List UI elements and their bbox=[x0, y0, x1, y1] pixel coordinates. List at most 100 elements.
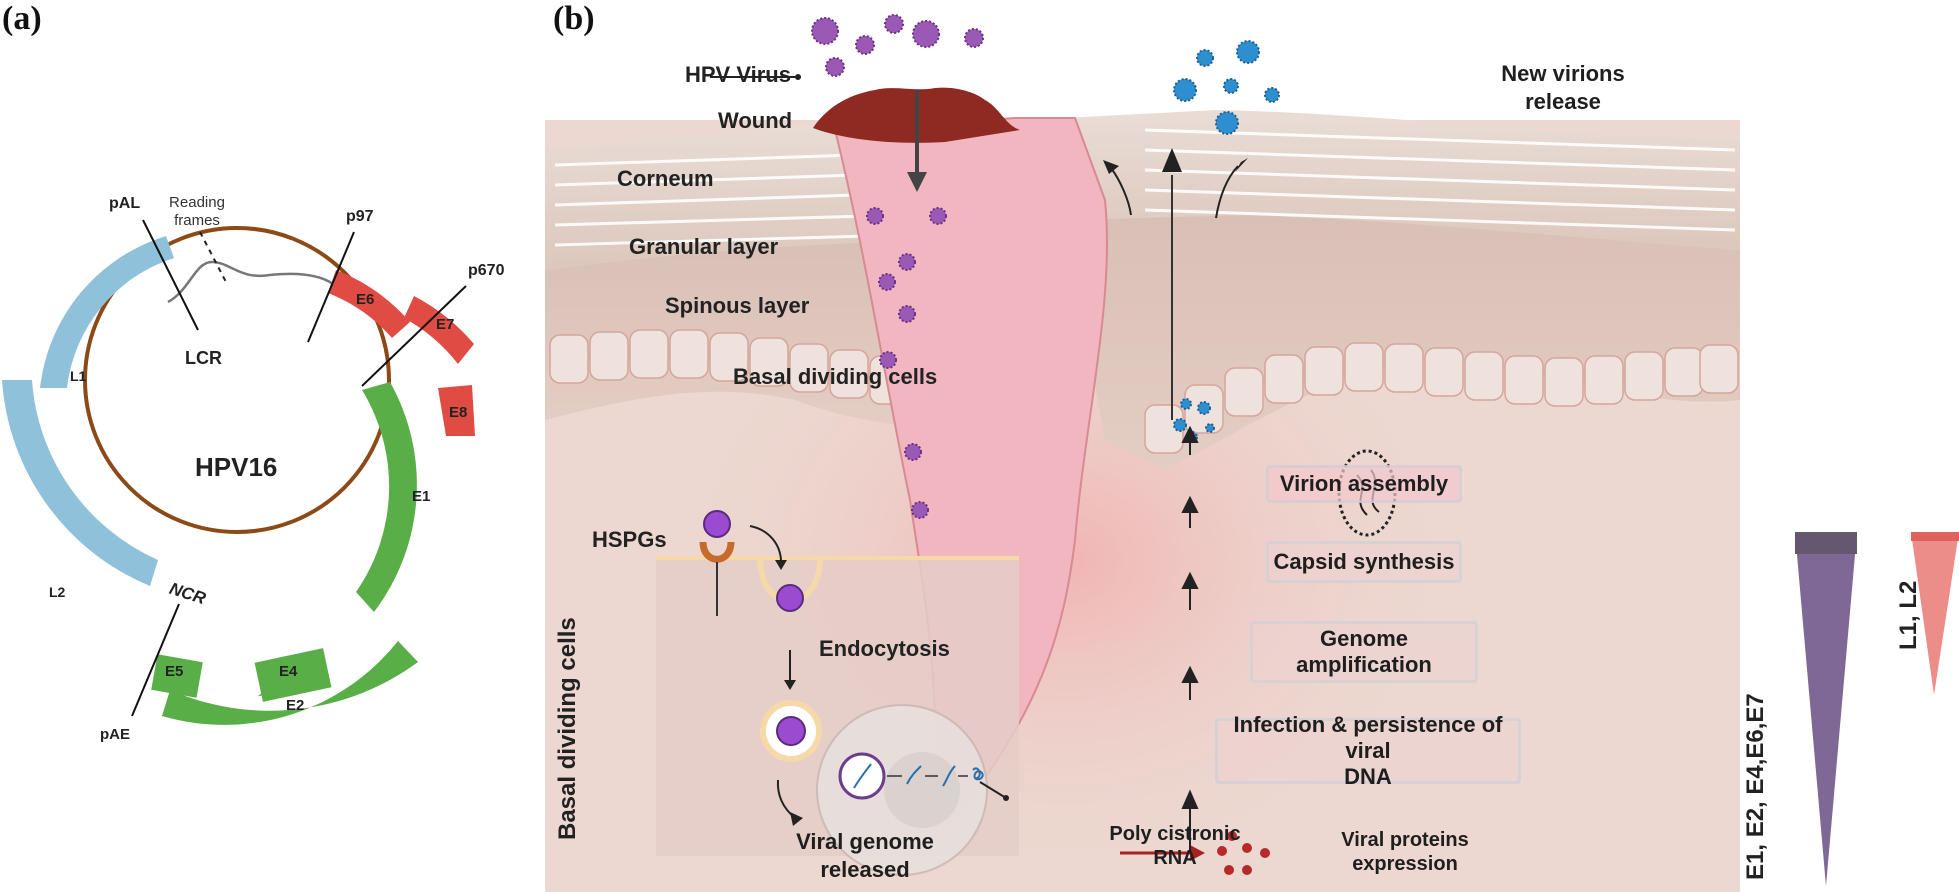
step-infection-line1: Infection & persistence of viral bbox=[1233, 712, 1503, 763]
label-new-virions-line1: New virions bbox=[1501, 61, 1625, 86]
release-side-arrow-left bbox=[1110, 167, 1132, 216]
promoter-pAL: pAL bbox=[109, 195, 141, 212]
label-granular-layer: Granular layer bbox=[629, 234, 779, 259]
label-poly-line2: RNA bbox=[1153, 847, 1197, 869]
poly-rna-pointer bbox=[979, 781, 1007, 799]
gene-label-L2: L2 bbox=[49, 584, 66, 600]
release-genome-arrow-head bbox=[790, 812, 803, 826]
gene-arc-E8 bbox=[438, 385, 475, 436]
label-viral-genome-line1: Viral genome bbox=[796, 829, 934, 854]
dna-icon bbox=[906, 765, 922, 785]
gene-arc-L2 bbox=[2, 380, 158, 586]
endocytosis-arrow-head bbox=[784, 680, 796, 690]
attach-arrow bbox=[749, 525, 782, 561]
new-virions-cluster bbox=[1173, 40, 1280, 443]
early-gene-gradient bbox=[1795, 532, 1857, 886]
step-infection-persistence: Infection & persistence of viral DNA bbox=[1215, 712, 1521, 789]
endosome-virus bbox=[776, 716, 806, 746]
label-hspgs: HSPGs bbox=[592, 527, 667, 552]
release-side-arrow-left-head bbox=[1103, 160, 1119, 174]
promoter-line-p670 bbox=[361, 285, 467, 387]
promoter-line-pAE bbox=[131, 603, 180, 717]
gene-arc-E6 bbox=[328, 270, 410, 338]
poly-rna-pointer-dot bbox=[1003, 795, 1009, 801]
step-genome-amplification-text: Genome amplification bbox=[1296, 626, 1432, 677]
endocytosed-virus bbox=[776, 584, 804, 612]
label-spinous-layer: Spinous layer bbox=[665, 293, 810, 318]
reading-frames-curve bbox=[167, 260, 334, 304]
late-gene-gradient-cap bbox=[1911, 532, 1959, 541]
viral-proteins-dots bbox=[1217, 831, 1270, 875]
gene-arc-E1 bbox=[356, 382, 417, 612]
wound-arrow-head bbox=[907, 172, 927, 192]
step-capsid-synthesis-text: Capsid synthesis bbox=[1273, 549, 1455, 574]
label-poly-line1: Poly cistronic bbox=[1109, 823, 1241, 845]
label-viral-genome-line2: released bbox=[820, 857, 910, 882]
gene-label-E6: E6 bbox=[356, 291, 375, 308]
basal-cells-right bbox=[1144, 342, 1739, 454]
label-endocytosis: Endocytosis bbox=[819, 636, 950, 661]
region-lcr: LCR bbox=[185, 348, 222, 368]
early-gene-gradient-cap bbox=[1795, 532, 1857, 554]
release-arrow-head bbox=[1162, 148, 1182, 172]
late-gene-gradient bbox=[1911, 532, 1959, 695]
label-viral-proteins-line2: expression bbox=[1352, 853, 1458, 875]
promoter-p97: p97 bbox=[346, 208, 374, 225]
skin-illustration bbox=[545, 14, 1740, 892]
hpv16-genome-map bbox=[2, 219, 475, 725]
early-gene-gradient-label: E1, E2, E4,E6,E7 bbox=[1742, 693, 1769, 880]
label-viral-proteins-line1: Viral proteins bbox=[1341, 829, 1469, 851]
gene-arc-E5 bbox=[151, 654, 203, 698]
promoter-pAE: pAE bbox=[100, 726, 130, 743]
gene-label-E4: E4 bbox=[279, 663, 298, 680]
step-capsid-synthesis: Capsid synthesis bbox=[1266, 541, 1462, 583]
panel-a-label: (a) bbox=[2, 0, 42, 37]
gene-label-L1: L1 bbox=[70, 368, 87, 384]
step-virion-assembly-text: Virion assembly bbox=[1279, 471, 1449, 496]
gene-label-E7: E7 bbox=[436, 316, 455, 333]
genome-ring bbox=[83, 226, 391, 534]
gene-label-E2: E2 bbox=[286, 697, 305, 714]
label-hpv-virus: HPV Virus bbox=[685, 62, 791, 87]
gene-arc-E2 bbox=[162, 641, 418, 725]
gene-label-E8: E8 bbox=[449, 404, 468, 421]
promoter-p670: p670 bbox=[468, 262, 505, 279]
rna-strand-icon bbox=[942, 765, 956, 787]
gene-label-E1: E1 bbox=[412, 488, 431, 505]
dna-helix-icon bbox=[853, 763, 872, 789]
pathway-arrows bbox=[1181, 425, 1199, 852]
genome-name: HPV16 bbox=[195, 452, 278, 482]
expression-arrow-head bbox=[1190, 845, 1205, 861]
label-new-virions-line2: release bbox=[1525, 89, 1601, 114]
label-polycistronic-rna: Poly cistronic RNA bbox=[1090, 822, 1260, 870]
gene-arc-E7 bbox=[404, 296, 474, 364]
nucleolus bbox=[884, 752, 960, 828]
expression-gradients bbox=[1795, 532, 1959, 886]
label-basal-dividing-cells-vertical: Basal dividing cells bbox=[554, 617, 581, 840]
label-wound: Wound bbox=[718, 108, 793, 133]
reading-frames-label: Reading frames bbox=[169, 194, 225, 229]
panel-b-label: (b) bbox=[553, 0, 595, 37]
gene-arc-L1 bbox=[40, 236, 174, 388]
attaching-virus bbox=[703, 510, 731, 538]
attach-arrow-head bbox=[775, 560, 787, 570]
release-side-arrow-right bbox=[1215, 165, 1239, 219]
step-virion-assembly: Virion assembly bbox=[1266, 465, 1462, 503]
label-basal-dividing-cells: Basal dividing cells bbox=[733, 364, 938, 389]
reading-frames-pointer bbox=[199, 231, 227, 283]
polycistronic-rna-icon bbox=[972, 767, 984, 781]
hpv-virus-cluster bbox=[811, 14, 984, 519]
promoter-line-pAL bbox=[142, 219, 199, 331]
late-gene-gradient-label: L1, L2 bbox=[1895, 580, 1922, 650]
release-side-arrow-right-head bbox=[1235, 158, 1248, 172]
label-new-virions: New virions release bbox=[1488, 60, 1638, 116]
label-viral-genome-released: Viral genome released bbox=[770, 828, 960, 884]
step-genome-amplification: Genome amplification bbox=[1250, 621, 1478, 683]
hspg-receptor bbox=[699, 541, 735, 563]
hpv-virus-pointer-dot bbox=[795, 74, 801, 80]
gene-arc-E4-body bbox=[254, 648, 332, 702]
label-viral-proteins-expression: Viral proteins expression bbox=[1335, 828, 1475, 876]
step-infection-line2: DNA bbox=[1344, 764, 1392, 789]
promoter-line-p97 bbox=[307, 231, 355, 343]
label-corneum: Corneum bbox=[617, 166, 714, 191]
